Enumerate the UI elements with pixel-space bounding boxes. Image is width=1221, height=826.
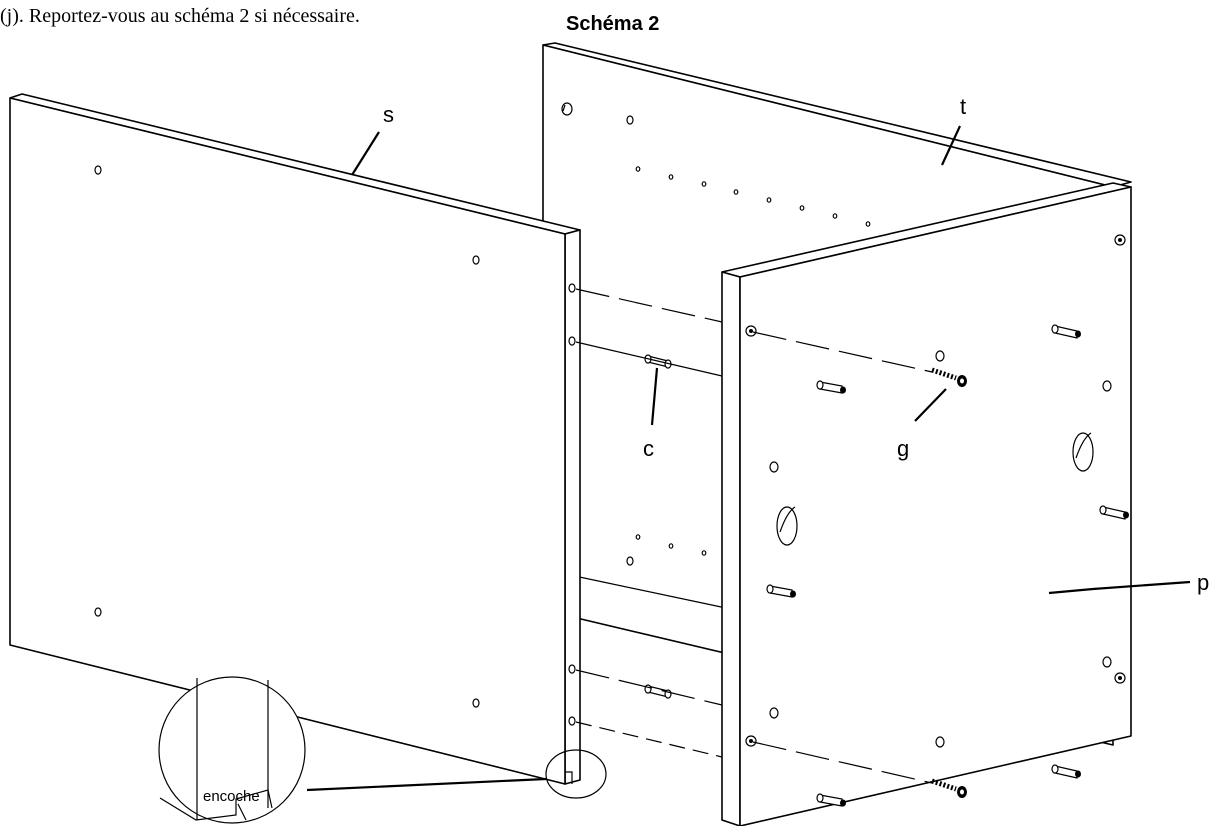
screw-g-upper — [931, 367, 967, 387]
diagram-title: Schéma 2 — [566, 13, 659, 35]
front-panel-large-holes — [776, 432, 1094, 546]
notch-detail: encoche — [158, 676, 607, 824]
leader-p-ext — [1092, 580, 1191, 591]
side-panel-front-edge — [564, 229, 581, 785]
back-panel-holes — [561, 102, 871, 566]
front-panel-side-edge — [721, 271, 741, 826]
notch-connector — [306, 777, 547, 792]
side-panel-notch — [565, 771, 573, 784]
side-panel-holes — [94, 165, 576, 726]
front-panel-dowels — [766, 324, 1129, 807]
leader-t — [941, 125, 961, 166]
leader-g — [914, 388, 947, 422]
label-p: p — [1197, 570, 1209, 595]
front-panel-dowel-holes — [769, 350, 1112, 748]
notch-label: encoche — [203, 788, 260, 805]
shelf-line — [569, 574, 727, 609]
label-t: t — [960, 94, 966, 119]
notch-magnified-drawing — [159, 678, 273, 821]
leader-p — [1048, 587, 1094, 595]
leader-s — [351, 131, 380, 176]
caption-text: (j). Reportez-vous au schéma 2 si nécess… — [0, 5, 360, 27]
label-g: g — [897, 436, 909, 461]
screw-lower — [931, 778, 967, 798]
front-panel-screw-holes — [745, 234, 1126, 747]
side-panel-face — [9, 97, 566, 785]
notch-callout-circle — [545, 749, 607, 799]
dowel-lower — [644, 684, 672, 699]
leader-c — [650, 367, 659, 426]
label-c: c — [643, 436, 654, 461]
label-s: s — [383, 102, 394, 127]
screw-alignment-lines — [752, 331, 933, 784]
side-panel-s — [9, 93, 581, 785]
alignment-lines — [575, 288, 723, 758]
front-panel-p — [721, 182, 1132, 826]
front-panel-face — [739, 186, 1132, 826]
